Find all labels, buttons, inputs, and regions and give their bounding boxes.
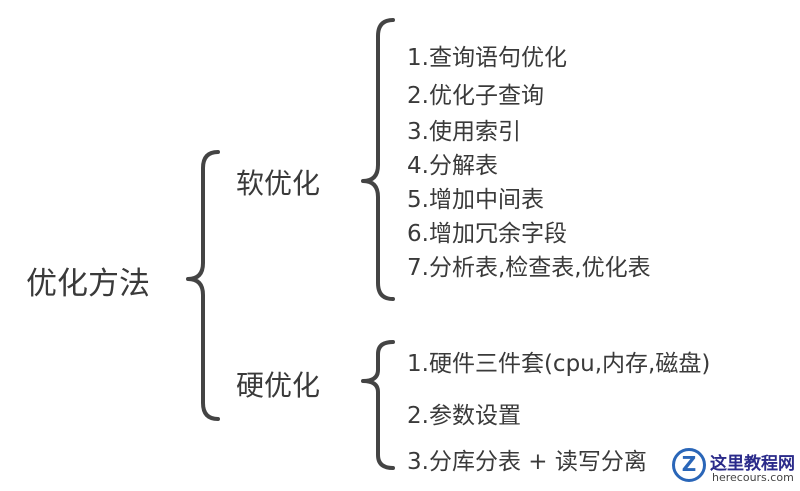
soft-brace [361, 18, 395, 301]
soft-item-1: 1.查询语句优化 [407, 45, 567, 71]
soft-item-7: 7.分析表,检查表,优化表 [407, 255, 651, 281]
root-label: 优化方法 [26, 266, 150, 302]
watermark-url: herecours.com [712, 471, 794, 484]
hard-item-1: 1.硬件三件套(cpu,内存,磁盘) [407, 351, 711, 377]
site-watermark: Z 这里教程网 herecours.com [668, 446, 800, 491]
soft-item-2: 2.优化子查询 [407, 83, 544, 109]
soft-item-6: 6.增加冗余字段 [407, 221, 567, 247]
hard-optimization-label: 硬优化 [236, 369, 321, 402]
hard-item-3: 3.分库分表 + 读写分离 [407, 449, 647, 475]
soft-item-5: 5.增加中间表 [407, 187, 544, 213]
watermark-title: 这里教程网 [710, 454, 795, 474]
site-logo-icon: Z [672, 448, 706, 482]
hard-item-2: 2.参数设置 [407, 403, 521, 429]
soft-item-4: 4.分解表 [407, 153, 498, 179]
soft-optimization-label: 软优化 [236, 167, 321, 200]
soft-item-3: 3.使用索引 [407, 119, 521, 145]
root-brace [186, 150, 220, 421]
hard-brace [361, 340, 395, 470]
